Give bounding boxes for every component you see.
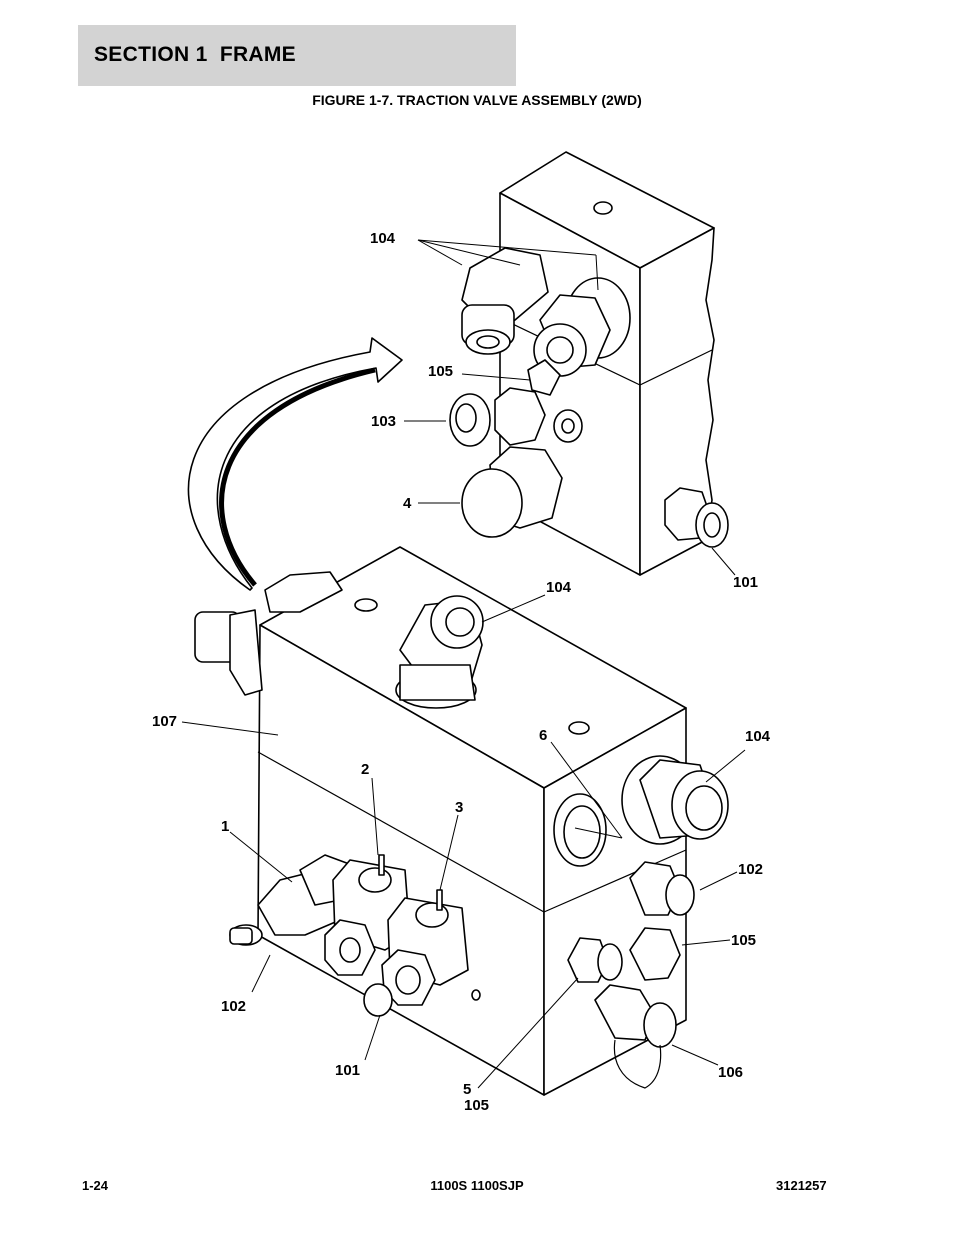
figure-title: FIGURE 1-7. TRACTION VALVE ASSEMBLY (2WD…: [312, 92, 642, 108]
callout-top-103: 103: [371, 413, 396, 430]
callout-bottom-5: 5: [463, 1081, 471, 1098]
section-header: SECTION 1 FRAME: [78, 25, 516, 86]
footer-part-number: 3121257: [776, 1178, 827, 1193]
callout-top-4: 4: [403, 495, 412, 512]
callout-bottom-101: 101: [335, 1062, 360, 1079]
callout-bottom-104-right: 104: [745, 728, 771, 745]
callout-bottom-2: 2: [361, 761, 369, 778]
callout-top-101: 101: [733, 574, 758, 591]
callout-bottom-102-left: 102: [221, 998, 246, 1015]
callout-top-105: 105: [428, 363, 453, 380]
detail-arrow: [187, 337, 403, 591]
callout-bottom-105-right: 105: [731, 932, 756, 949]
bottom-valve-block: [257, 546, 687, 1096]
footer-page-number: 1-24: [82, 1178, 109, 1193]
callout-bottom-6: 6: [539, 727, 547, 744]
callout-bottom-104-top: 104: [546, 579, 572, 596]
callout-bottom-107: 107: [152, 713, 177, 730]
leader-lines: [181, 239, 746, 1089]
callout-bottom-105-low: 105: [464, 1097, 489, 1114]
top-fittings: [449, 247, 729, 548]
callout-top-104: 104: [370, 230, 396, 247]
section-title: SECTION 1 FRAME: [94, 43, 296, 66]
callout-bottom-102-right: 102: [738, 861, 763, 878]
callout-bottom-106: 106: [718, 1064, 743, 1081]
callout-bottom-3: 3: [455, 799, 463, 816]
bottom-fittings: [194, 571, 729, 1089]
callouts: 104 105 103 4 101 104 107 6 104 2 3 1 10…: [152, 230, 771, 1114]
footer-model: 1100S 1100SJP: [430, 1178, 524, 1193]
callout-bottom-1: 1: [221, 818, 229, 835]
